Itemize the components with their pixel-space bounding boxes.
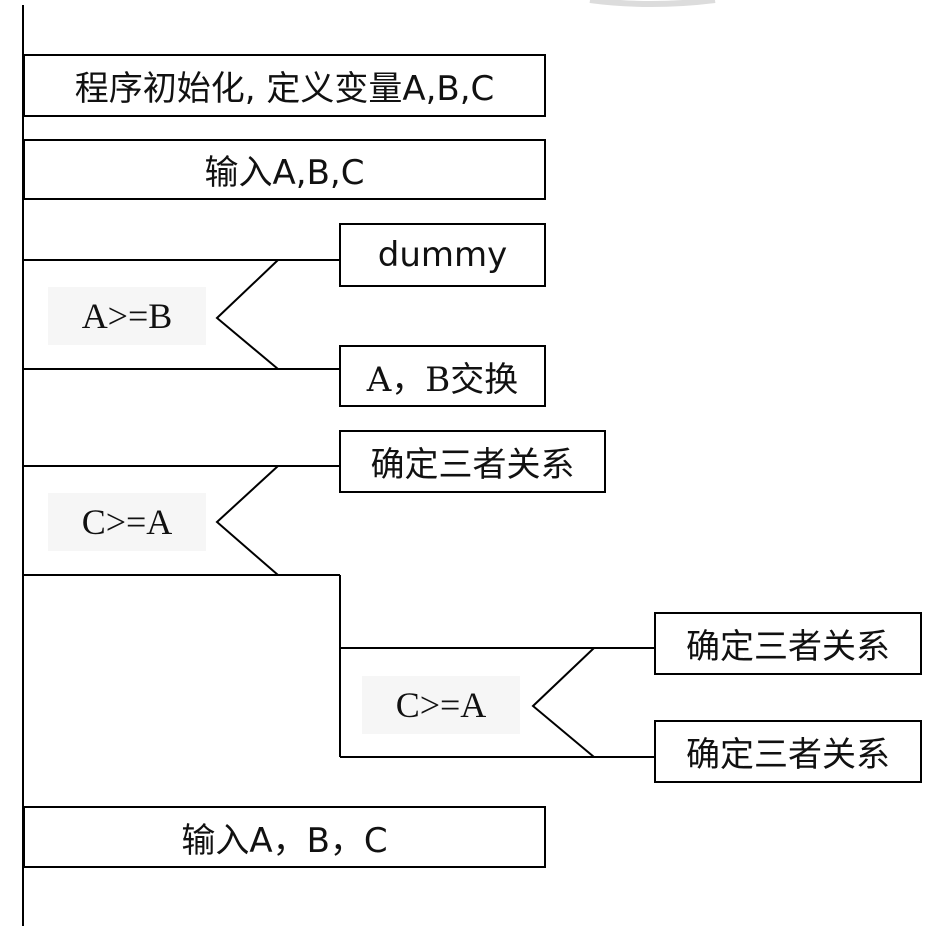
init-step-label: 程序初始化, 定义变量A,B,C [74, 69, 495, 109]
input-step-box: 输入A,B,C [23, 139, 546, 200]
output-step-box: 输入A，B，C [23, 806, 546, 868]
decision2-true-box: 确定三者关系 [339, 430, 606, 493]
nested-false-box: 确定三者关系 [654, 720, 922, 783]
nested-false-label: 确定三者关系 [686, 735, 890, 775]
decision1-true-label: dummy [377, 235, 508, 275]
decision1-condition-label: A>=B [81, 296, 173, 336]
input-step-label: 输入A,B,C [204, 153, 365, 193]
nested-true-box: 确定三者关系 [654, 612, 922, 675]
decision1-condition: A>=B [48, 287, 206, 345]
decision2-condition-label: C>=A [81, 502, 173, 542]
decision1-false-label: A，B交换 [366, 359, 519, 400]
nested-chevron [531, 647, 595, 758]
nested-condition: C>=A [362, 676, 520, 734]
nested-condition-label: C>=A [395, 685, 487, 725]
decision1-true-box: dummy [339, 223, 546, 287]
output-step-label: 输入A，B，C [181, 820, 388, 861]
decision1-false-box: A，B交换 [339, 345, 546, 407]
nested-true-label: 确定三者关系 [686, 627, 890, 667]
decision2-condition: C>=A [48, 493, 206, 551]
decision2-true-label: 确定三者关系 [370, 445, 575, 485]
decision1-chevron [215, 259, 279, 370]
init-step-box: 程序初始化, 定义变量A,B,C [23, 54, 546, 117]
decision2-chevron [215, 465, 279, 576]
